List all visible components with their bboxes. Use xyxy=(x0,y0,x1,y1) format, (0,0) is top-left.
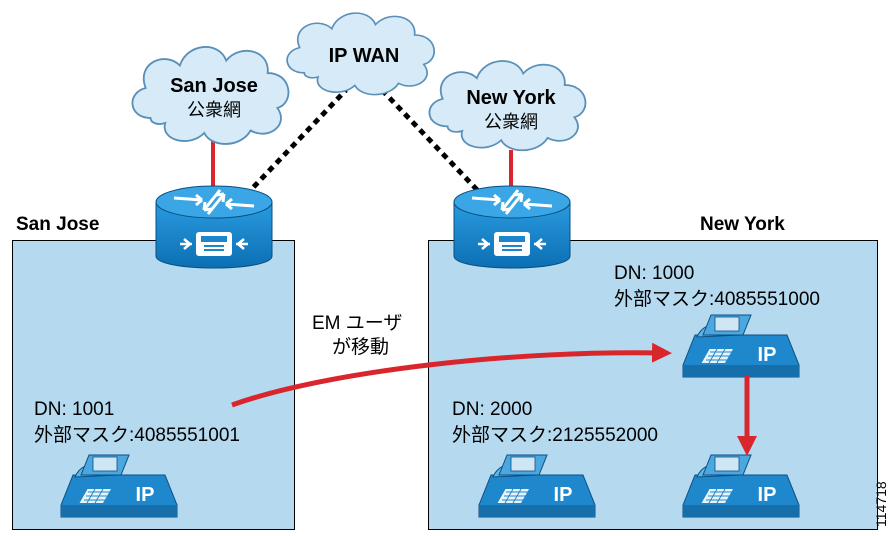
san-jose-pstn-label: San Jose 公衆網 xyxy=(170,75,258,120)
em-user-move-arrow xyxy=(231,342,672,408)
phone-ip-badge: IP xyxy=(554,484,573,506)
phone-ip-badge: IP xyxy=(136,484,155,506)
phone-ip-badge: IP xyxy=(758,344,777,366)
new-york-phone-a-dn: DN: 1000 xyxy=(614,263,695,284)
ip-wan-label: IP WAN xyxy=(328,45,400,67)
wan-link-new-york xyxy=(380,88,484,197)
new-york-phone-b-dn: DN: 2000 xyxy=(452,399,533,420)
wan-link-san-jose xyxy=(244,88,348,197)
new-york-phone-b-external-mask: 外部マスク:2125552000 xyxy=(452,425,658,446)
san-jose-dn: DN: 1001 xyxy=(34,399,115,420)
new-york-ip-phone-a-icon: IP xyxy=(682,314,800,378)
new-york-site-label: New York xyxy=(700,214,785,235)
new-york-ip-phone-c-icon: IP xyxy=(682,454,800,518)
san-jose-ip-phone-icon: IP xyxy=(60,454,178,518)
new-york-router-icon xyxy=(452,184,572,270)
san-jose-external-mask: 外部マスク:4085551001 xyxy=(34,425,240,446)
phone-ip-badge: IP xyxy=(758,484,777,506)
new-york-phone-a-external-mask: 外部マスク:4085551000 xyxy=(614,289,820,310)
figure-id: 114718 xyxy=(873,481,889,527)
new-york-ip-phone-b-icon: IP xyxy=(478,454,596,518)
san-jose-router-icon xyxy=(154,184,274,270)
san-jose-site-label: San Jose xyxy=(16,214,100,235)
em-user-move-label-line1: EM ユーザ xyxy=(312,313,403,334)
em-user-move-label-line2: が移動 xyxy=(332,337,390,358)
new-york-pstn-label: New York 公衆網 xyxy=(466,87,556,132)
